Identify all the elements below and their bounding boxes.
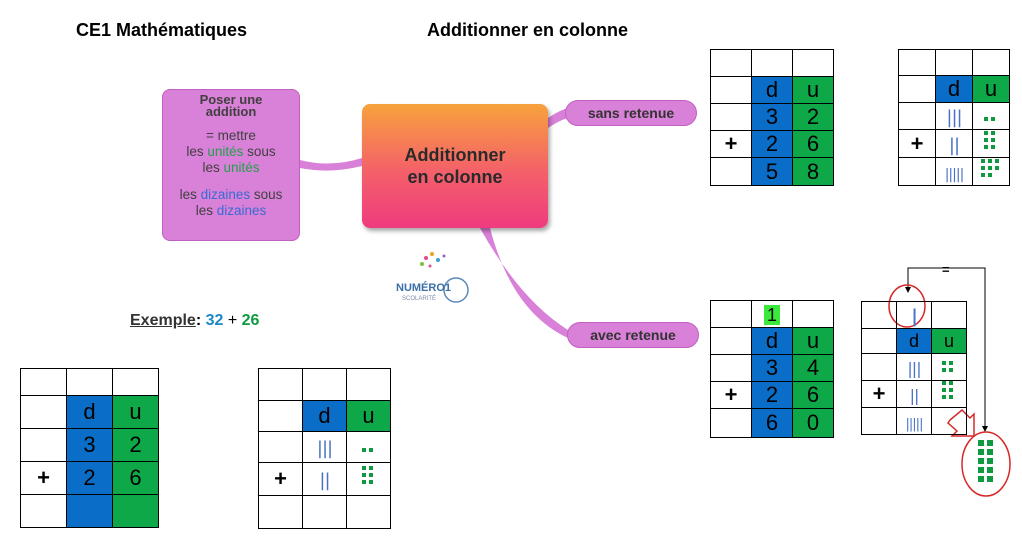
page-title: Additionner en colonne: [427, 20, 628, 40]
branch-sans-retenue: sans retenue: [565, 100, 697, 126]
carry-arrow-head-bottom: [982, 426, 988, 432]
numero1-logo: NUMÉRO1 SCOLARITÉ: [396, 248, 472, 308]
connector-note: [300, 158, 362, 171]
logo-sub: SCOLARITÉ: [402, 296, 437, 302]
connector-sans-retenue: [548, 108, 568, 128]
example-label: Exemple: 32 + 26: [130, 312, 260, 329]
branch-avec-retenue: avec retenue: [567, 322, 699, 348]
central-line2: en colonne: [407, 167, 503, 187]
ten-units-group: [978, 440, 993, 482]
note-title-1: Poser une: [199, 92, 263, 107]
central-line1: Additionner: [404, 145, 506, 165]
connector-avec-retenue: [480, 228, 568, 338]
carry-arrow-head-top: [905, 287, 911, 293]
subject-title: CE1 Mathématiques: [76, 20, 248, 40]
note-line-3: les unités: [202, 160, 260, 175]
note-title-2: addition: [205, 104, 257, 119]
note-line-4: les dizaines sous: [179, 187, 283, 202]
note-line-1: = mettre: [206, 128, 256, 143]
equal-sign: =: [942, 262, 950, 277]
units-circle: [961, 431, 1011, 497]
logo-text: NUMÉRO1: [396, 282, 452, 294]
note-line-2: les unités sous: [186, 144, 276, 159]
carry-arrow-line: [907, 267, 986, 428]
note-line-5: les dizaines: [195, 203, 267, 218]
